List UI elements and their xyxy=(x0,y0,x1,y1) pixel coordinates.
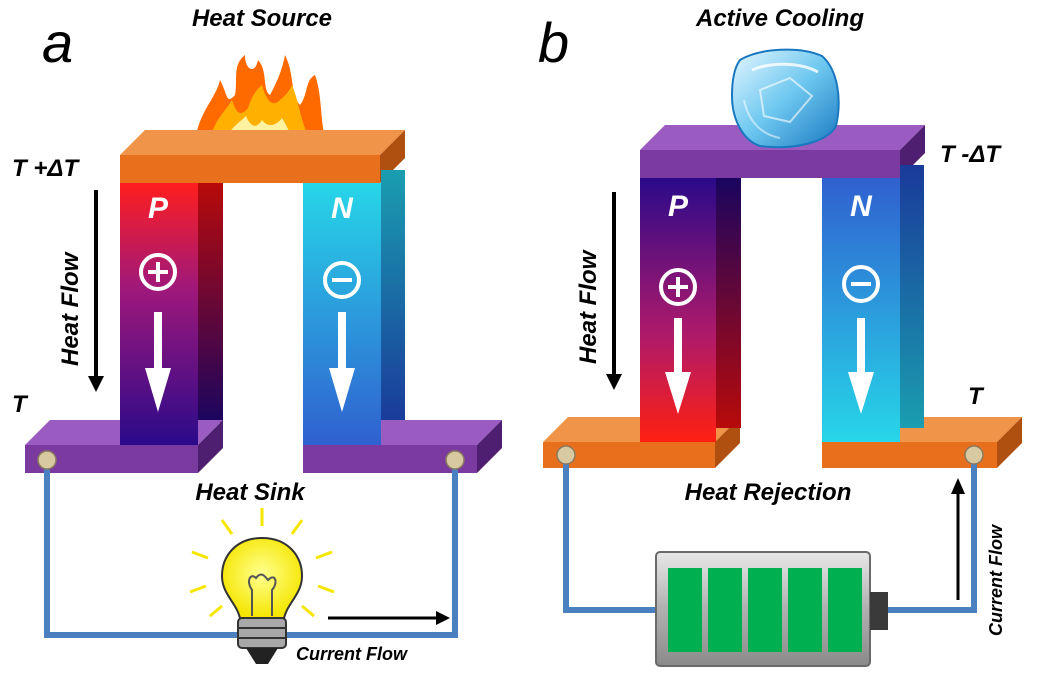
ice-cube-icon xyxy=(730,48,840,149)
panel-b-letter: b xyxy=(538,11,569,74)
plus-icon xyxy=(659,268,697,306)
terminal xyxy=(445,450,465,470)
ambient-temperature-label: T xyxy=(968,383,985,410)
cold-plate xyxy=(640,150,900,178)
cold-temperature-label: T -ΔT xyxy=(940,141,1002,168)
hot-plate-top-face xyxy=(120,130,405,155)
heat-rejection-label: Heat Rejection xyxy=(685,479,852,506)
battery-cell xyxy=(788,568,822,652)
heat-flow-label: Heat Flow xyxy=(575,249,602,364)
panel-b: b Active Cooling P xyxy=(538,5,1022,667)
p-leg-label: P xyxy=(668,190,689,223)
panel-a-title: Heat Source xyxy=(192,5,332,32)
terminal xyxy=(964,445,984,465)
battery-cell xyxy=(828,568,862,652)
n-leg-label: N xyxy=(850,190,873,223)
heat-flow-label: Heat Flow xyxy=(57,251,84,366)
flame-icon xyxy=(195,55,325,140)
svg-text:N: N xyxy=(331,192,354,225)
cold-temperature-label: T xyxy=(12,391,29,418)
minus-icon xyxy=(842,265,880,303)
lightbulb-icon xyxy=(189,508,335,664)
current-flow-label: Current Flow xyxy=(986,524,1006,636)
battery-cell xyxy=(708,568,742,652)
terminal xyxy=(37,450,57,470)
hot-temperature-label: T +ΔT xyxy=(12,155,80,182)
down-arrow-icon xyxy=(848,318,874,414)
current-flow-label: Current Flow xyxy=(296,644,408,664)
terminal xyxy=(556,445,576,465)
heat-sink-label: Heat Sink xyxy=(195,479,306,506)
battery-cell xyxy=(748,568,782,652)
battery-cell xyxy=(668,568,702,652)
battery-icon xyxy=(655,551,888,667)
circuit-wire xyxy=(888,455,977,613)
panel-b-title: Active Cooling xyxy=(695,5,864,32)
panel-a: a Heat Source P N xyxy=(12,5,502,664)
down-arrow-icon xyxy=(665,318,691,414)
svg-text:P: P xyxy=(148,192,169,225)
hot-plate xyxy=(120,155,380,183)
panel-a-letter: a xyxy=(42,11,73,74)
circuit-wire xyxy=(563,455,656,613)
